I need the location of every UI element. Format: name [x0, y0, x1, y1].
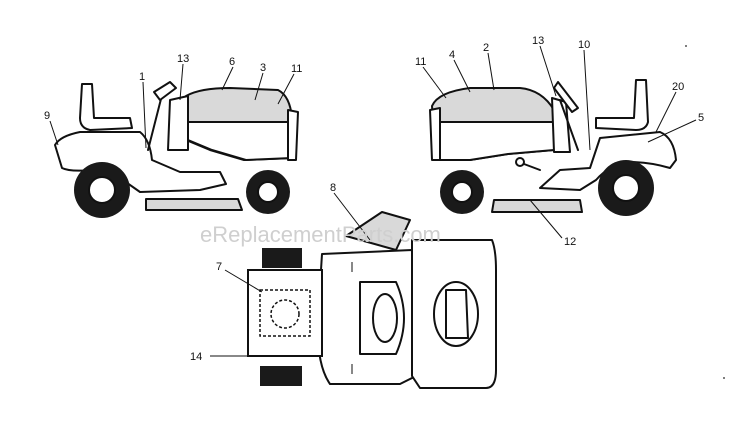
rear-wheel-top-upper	[262, 248, 302, 268]
watermark: eReplacementParts.com	[200, 222, 441, 247]
mower-deck-left	[145, 198, 243, 211]
callout-14: 14	[190, 351, 202, 363]
grille-left	[287, 109, 299, 161]
seat-right	[595, 79, 649, 131]
mower-deck-right	[491, 199, 583, 213]
callout-4: 4	[449, 49, 455, 61]
steering-wheel-left	[153, 81, 177, 101]
steering-column-left	[147, 94, 163, 151]
hood-lower-right	[433, 121, 555, 161]
seat-top	[345, 211, 411, 251]
callout-13: 13	[177, 53, 189, 65]
steering-column-right	[559, 99, 579, 151]
callout-1: 1	[139, 71, 145, 83]
rear-wheel-top-lower	[260, 366, 302, 386]
hood-lower-left	[187, 121, 293, 161]
callout-2: 2	[483, 42, 489, 54]
lift-lever-right	[523, 163, 541, 171]
callout-10: 10	[578, 39, 590, 51]
callout-5: 5	[698, 112, 704, 124]
callout-8: 8	[330, 182, 336, 194]
decal-outline-top	[259, 289, 311, 337]
callout-11: 11	[415, 56, 426, 68]
callout-3: 3	[260, 62, 266, 74]
dash-left	[167, 95, 189, 151]
rear-plate-top	[247, 269, 323, 357]
steering-wheel-right	[553, 81, 579, 113]
callout-7: 7	[216, 261, 222, 273]
callout-12: 12	[564, 236, 576, 248]
callout-13: 13	[532, 35, 544, 47]
tractor-top-view: 8 7 14	[190, 182, 497, 389]
callout-9: 9	[44, 110, 50, 122]
tractor-right-view: 11 4 2 13 10 20 5 12	[415, 35, 704, 248]
callout-11: 11	[291, 63, 302, 75]
dash-right	[551, 97, 571, 153]
callout-6: 6	[229, 56, 235, 68]
callout-20: 20	[672, 81, 684, 93]
grille-right	[429, 107, 441, 161]
seat-left	[79, 83, 133, 131]
tractor-left-view: 9 1 13 6 3 11	[44, 53, 302, 218]
